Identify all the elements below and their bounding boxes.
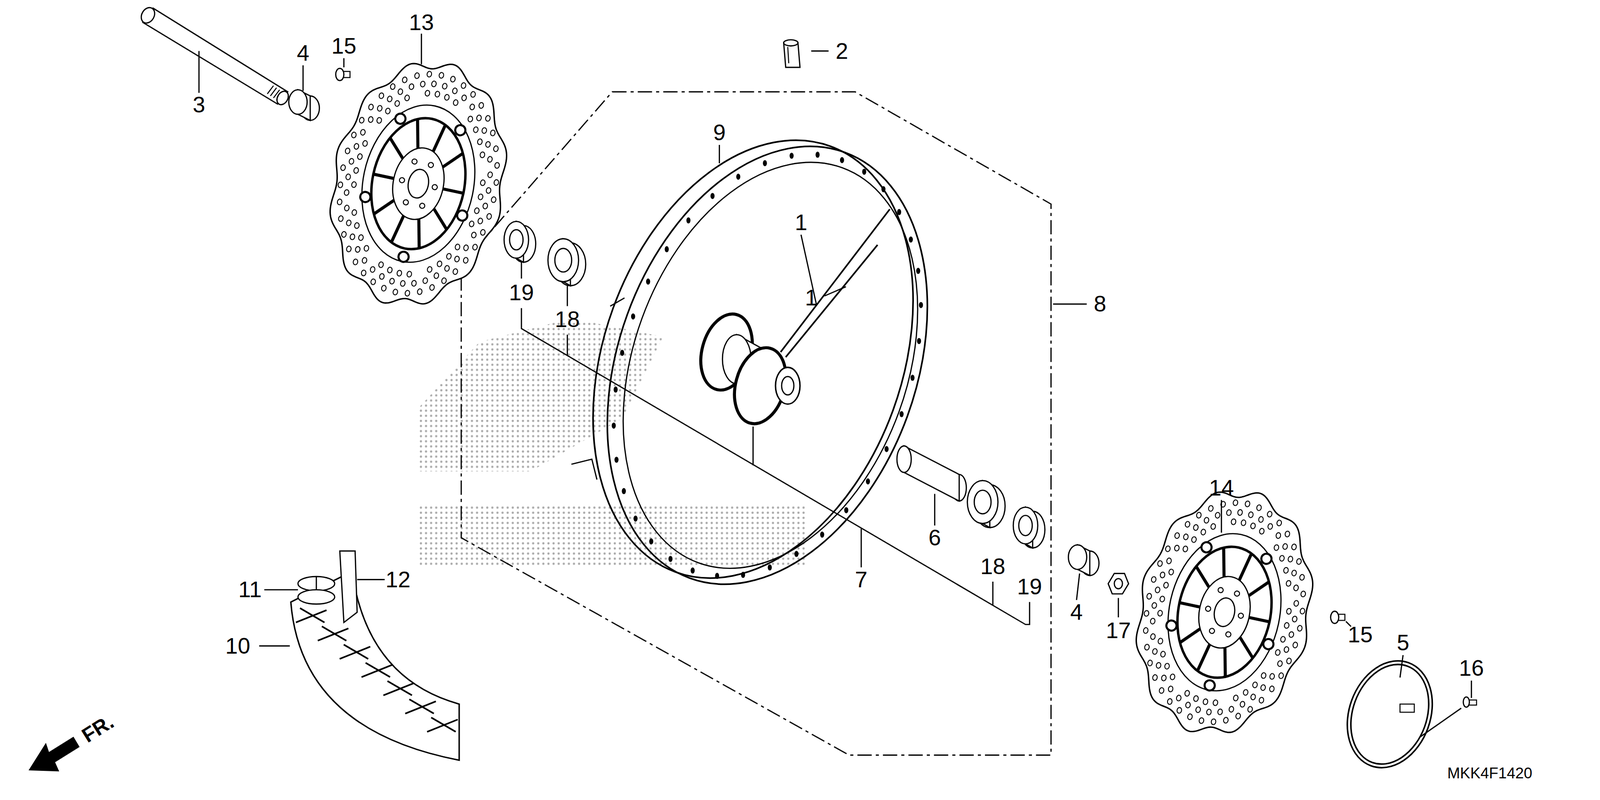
axle	[138, 5, 291, 107]
wheel-rim	[535, 95, 985, 630]
callout-number: 2	[835, 40, 849, 63]
bolt	[1420, 696, 1477, 737]
leader-line	[1076, 573, 1080, 600]
collar	[1068, 544, 1099, 576]
callout-number: 6	[928, 526, 942, 550]
leader-line	[198, 50, 200, 93]
leader-line	[860, 528, 863, 568]
rim-band	[339, 551, 358, 623]
leader-line	[934, 493, 936, 526]
collar	[288, 89, 320, 121]
distance-collar	[896, 446, 967, 502]
leader-lines	[199, 33, 1472, 699]
callout-number: 13	[408, 11, 434, 34]
leader-line	[259, 645, 290, 647]
bolt	[335, 68, 350, 81]
front-arrow	[28, 736, 80, 772]
brake-disc	[308, 44, 529, 323]
leader-line	[357, 578, 385, 581]
callout-number: 4	[1070, 600, 1083, 624]
spokes	[780, 209, 890, 358]
leader-line	[302, 65, 304, 91]
leader-line	[1053, 303, 1088, 305]
leader-line	[521, 308, 1030, 625]
callout-number: 15	[1347, 623, 1373, 647]
callout-number: 19	[1016, 575, 1042, 599]
callout-number: 16	[1458, 656, 1484, 680]
callout-number: 9	[712, 121, 726, 144]
callout-number: 11	[238, 578, 262, 601]
callout-number: 4	[296, 41, 310, 65]
leader-line	[520, 261, 523, 279]
callout-number: 1	[794, 211, 808, 234]
leader-line	[264, 589, 299, 591]
bolt	[1330, 611, 1345, 624]
leader-line	[718, 144, 720, 164]
callout-number: 19	[509, 281, 535, 304]
callout-number: 8	[1093, 292, 1107, 316]
leader-line	[1400, 655, 1404, 678]
diagram-code: MKK4F1420	[1447, 765, 1533, 782]
direction-label: FR.	[78, 711, 118, 746]
callout-number: 18	[554, 308, 580, 331]
watermark-logo	[418, 318, 807, 567]
callout-number: 3	[192, 93, 206, 117]
leader-line	[1220, 500, 1223, 533]
pulser-ring	[1335, 651, 1445, 778]
wheel-hub	[692, 308, 800, 466]
leader-line	[566, 284, 568, 307]
callout-number: 17	[1105, 619, 1131, 642]
callout-number: 12	[385, 568, 411, 592]
callout-number: 1	[805, 286, 818, 310]
callout-number: 7	[855, 568, 868, 592]
bearings	[504, 221, 1045, 549]
leader-line	[811, 50, 829, 52]
callout-number: 5	[1396, 631, 1410, 655]
callout-number: 15	[331, 34, 357, 58]
leader-line	[824, 286, 847, 296]
leader-line	[1117, 598, 1120, 618]
leader-line	[992, 581, 994, 606]
callout-number: 14	[1208, 476, 1234, 500]
assembly-outline	[461, 91, 1051, 755]
leader-line	[1470, 680, 1472, 698]
leader-line	[566, 334, 568, 355]
brake-disc	[1114, 473, 1335, 752]
leader-line	[420, 33, 423, 65]
valve-cap	[783, 40, 800, 68]
callout-number: 10	[225, 634, 251, 658]
callout-number: 18	[980, 555, 1006, 578]
inner-tube	[297, 576, 335, 605]
leader-line	[343, 58, 345, 68]
axle-nut	[1108, 573, 1129, 594]
tire	[290, 571, 460, 760]
